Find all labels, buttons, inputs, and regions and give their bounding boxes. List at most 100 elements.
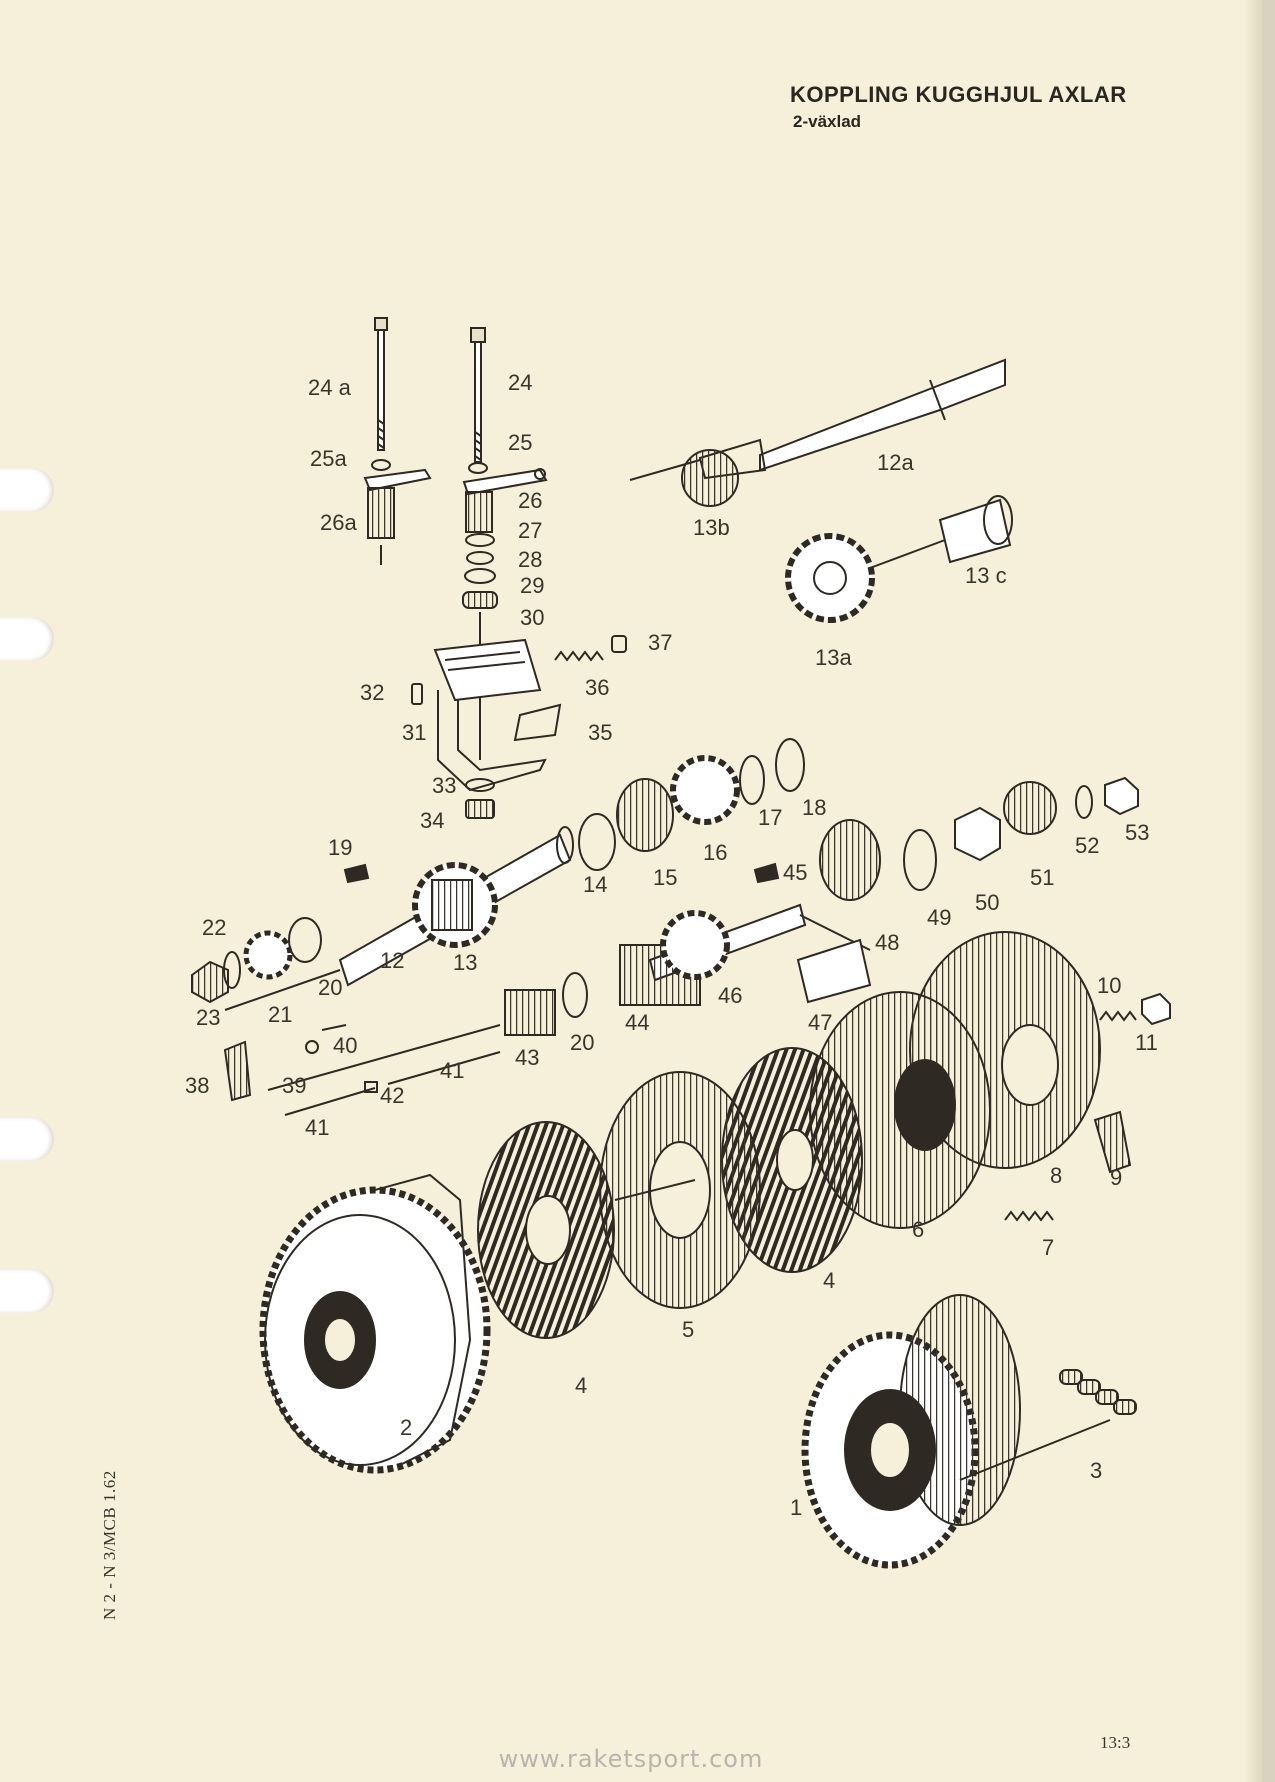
label-13a: 13a [815,645,852,670]
label-1: 1 [790,1495,802,1520]
label-20: 20 [318,975,342,1000]
gear-51 [1003,781,1057,835]
ball-39 [305,1040,319,1054]
nut-11 [1141,992,1171,1026]
clutch-hub-1 [801,1294,1021,1569]
ring-14 [578,813,616,871]
pin-40 [321,1024,347,1031]
document-code: N 2 - N 3/MCB 1.62 [100,1470,119,1620]
lever-38 [223,1040,252,1102]
ring-20 [288,917,322,963]
label-49: 49 [927,905,951,930]
punch-hole [0,468,54,512]
label-5: 5 [682,1317,694,1342]
label-17: 17 [758,805,782,830]
label-41b: 41 [305,1115,329,1140]
lever-26a [363,468,432,565]
bearing-15 [616,778,674,852]
label-28: 28 [518,547,542,572]
gear-13b [681,449,739,507]
ring-20b [562,972,588,1018]
ring-27 [465,533,495,547]
label-12: 12 [380,948,404,973]
label-45: 45 [783,860,807,885]
label-25a: 25a [310,446,347,471]
label-26: 26 [518,488,542,513]
page-title: KOPPLING KUGGHJUL AXLAR [790,82,1127,107]
label-13c: 13 c [965,563,1007,588]
label-23: 23 [196,1005,220,1030]
ring-18 [775,738,805,792]
label-42: 42 [380,1083,404,1108]
label-12a: 12a [877,450,914,475]
label-30: 30 [520,605,544,630]
pin-32 [411,683,423,705]
part-labels: 1 2 3 4 4 5 6 7 8 9 10 11 12 12a 13 13a … [185,370,1158,1520]
spring-36 [554,650,604,662]
gear-13a [785,533,875,623]
page-subtitle: 2-växlad [793,112,862,131]
label-26a: 26a [320,510,357,535]
label-50: 50 [975,890,999,915]
punch-hole [0,617,54,661]
label-38: 38 [185,1073,209,1098]
gear-46 [660,910,730,980]
page-number: 13:3 [1100,1733,1131,1752]
nut-50 [954,806,1001,862]
label-19: 19 [328,835,352,860]
ring-17 [739,755,765,805]
fork-31 [433,638,547,792]
label-51: 51 [1030,865,1054,890]
label-44: 44 [625,1010,649,1035]
pushrod-41b [387,1051,501,1085]
label-34: 34 [420,808,444,833]
label-13: 13 [453,950,477,975]
label-35: 35 [588,720,612,745]
label-22: 22 [202,915,226,940]
label-46: 46 [718,983,742,1008]
label-20b: 20 [570,1030,594,1055]
label-33: 33 [432,773,456,798]
shaft-12 [224,826,574,1011]
label-25: 25 [508,430,532,455]
label-11: 11 [1135,1030,1158,1055]
ring-28 [466,551,494,565]
label-4: 4 [575,1373,587,1398]
label-52: 52 [1075,833,1099,858]
sprocket-21 [243,930,293,980]
label-13b: 13b [693,515,730,540]
ring-52 [1075,785,1093,819]
label-27: 27 [518,518,542,543]
nut-34 [465,799,495,819]
label-40: 40 [333,1033,357,1058]
punch-hole [0,1269,54,1313]
key-45 [753,862,780,884]
gear-16 [670,755,740,825]
bearing-48 [819,819,881,901]
label-41: 41 [440,1058,464,1083]
bolt-24a [374,317,388,451]
label-21: 21 [268,1002,292,1027]
watermark-url: www.raketsport.com [498,1745,764,1773]
label-14: 14 [583,872,607,897]
chain-3 [959,1369,1137,1481]
bushing-13c [938,498,1012,564]
lever-26 [462,468,548,533]
label-36: 36 [585,675,609,700]
label-15: 15 [653,865,677,890]
washer-33 [465,778,495,792]
plate-9 [1093,1110,1132,1174]
key-19 [343,863,370,884]
label-24a: 24 a [308,375,352,400]
bearing-30 [462,591,498,609]
ring-49 [903,829,937,891]
label-16: 16 [703,840,727,865]
spring-10 [1099,1010,1137,1022]
pin-42 [364,1081,378,1093]
ring-29 [464,568,496,584]
punch-hole [0,1117,54,1161]
nut-53 [1104,776,1139,816]
pushrod-41 [267,1024,501,1091]
screw-37 [611,635,627,653]
label-53: 53 [1125,820,1149,845]
